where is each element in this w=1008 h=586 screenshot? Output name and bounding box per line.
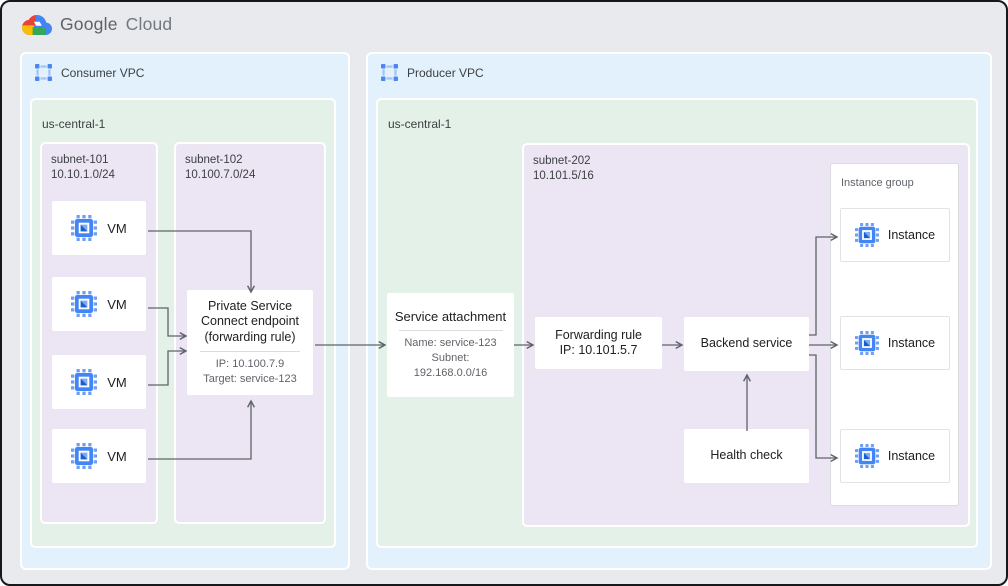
compute-engine-icon (71, 291, 97, 317)
subnet-101-box: subnet-101 10.10.1.0/24 VM VM VM V (40, 142, 158, 524)
health-check-box: Health check (684, 429, 809, 483)
subnet-102-label: subnet-102 10.100.7.0/24 (185, 153, 255, 184)
vm-box-4: VM (52, 429, 146, 483)
vm-label: VM (107, 448, 127, 464)
producer-vpc-header: Producer VPC (381, 64, 484, 81)
consumer-vpc-label: Consumer VPC (61, 65, 145, 80)
backend-service-box: Backend service (684, 317, 809, 371)
vm-label: VM (107, 374, 127, 390)
instance-box-1: Instance (840, 208, 950, 262)
psc-endpoint-target: Target: service-123 (203, 372, 297, 385)
vm-label: VM (107, 220, 127, 236)
consumer-vpc-header: Consumer VPC (35, 64, 144, 81)
psc-endpoint-divider (200, 351, 300, 353)
instance-label: Instance (887, 336, 936, 350)
psc-endpoint-ip: IP: 10.100.7.9 (215, 358, 285, 371)
subnet-102-cidr: 10.100.7.0/24 (185, 169, 256, 182)
service-attachment-box: Service attachment Name: service-123 Sub… (387, 293, 514, 397)
subnet-101-label: subnet-101 10.10.1.0/24 (51, 153, 115, 184)
psc-endpoint-title: Private Service Connect endpoint (forwar… (201, 298, 299, 344)
producer-region-box: us-central-1 Service attachment Name: se… (376, 98, 978, 548)
subnet-202-label: subnet-202 10.101.5/16 (533, 154, 594, 185)
consumer-vpc-box: Consumer VPC us-central-1 subnet-101 10.… (20, 52, 350, 570)
service-attachment-subnet-cidr: 192.168.0.0/16 (413, 366, 488, 379)
instance-box-2: Instance (840, 316, 950, 370)
psc-endpoint-details: IP: 10.100.7.9 Target: service-123 (203, 357, 297, 386)
vpc-network-icon (381, 64, 398, 81)
producer-vpc-box: Producer VPC us-central-1 Service attach… (366, 52, 992, 570)
instance-box-3: Instance (840, 429, 950, 483)
backend-service-label: Backend service (700, 336, 793, 351)
consumer-region-label: us-central-1 (42, 117, 106, 131)
psc-endpoint-box: Private Service Connect endpoint (forwar… (187, 290, 313, 395)
vpc-network-icon (35, 64, 52, 81)
service-attachment-details: Name: service-123 Subnet: 192.168.0.0/16 (404, 336, 496, 380)
compute-engine-icon (855, 444, 879, 468)
subnet-102-name: subnet-102 (185, 154, 243, 166)
logo-text-cloud: Cloud (125, 14, 173, 34)
instance-group-box: Instance group Instance Instance Instanc… (830, 163, 959, 506)
forwarding-rule-ip: IP: 10.101.5.7 (559, 343, 638, 357)
forwarding-rule-box: Forwarding rule IP: 10.101.5.7 (535, 317, 662, 369)
subnet-101-name: subnet-101 (51, 154, 109, 166)
forwarding-rule-title: Forwarding rule (555, 327, 642, 342)
compute-engine-icon (71, 215, 97, 241)
vm-box-2: VM (52, 277, 146, 331)
producer-vpc-label: Producer VPC (407, 65, 484, 80)
compute-engine-icon (71, 443, 97, 469)
service-attachment-divider (398, 330, 503, 332)
instance-label: Instance (887, 449, 936, 463)
producer-region-label: us-central-1 (388, 117, 452, 131)
logo-text-google: Google (60, 14, 118, 34)
compute-engine-icon (855, 223, 879, 247)
health-check-label: Health check (710, 448, 783, 463)
compute-engine-icon (855, 331, 879, 355)
subnet-202-box: subnet-202 10.101.5/16 Forwarding rule I… (522, 143, 970, 527)
google-cloud-logo: Google Cloud (22, 14, 172, 35)
instance-group-label: Instance group (841, 177, 914, 189)
compute-engine-icon (71, 369, 97, 395)
google-cloud-logo-icon (22, 14, 52, 35)
subnet-202-name: subnet-202 (533, 155, 591, 167)
subnet-102-box: subnet-102 10.100.7.0/24 Private Service… (174, 142, 326, 524)
subnet-101-cidr: 10.10.1.0/24 (51, 169, 115, 182)
vm-box-3: VM (52, 355, 146, 409)
vm-label: VM (107, 296, 127, 312)
instance-label: Instance (887, 228, 936, 242)
service-attachment-name: Name: service-123 (404, 337, 497, 350)
vm-box-1: VM (52, 201, 146, 255)
subnet-202-cidr: 10.101.5/16 (533, 170, 594, 183)
service-attachment-title: Service attachment (394, 309, 507, 325)
consumer-region-box: us-central-1 subnet-101 10.10.1.0/24 VM … (30, 98, 336, 548)
service-attachment-subnet-label: Subnet: (431, 352, 470, 365)
